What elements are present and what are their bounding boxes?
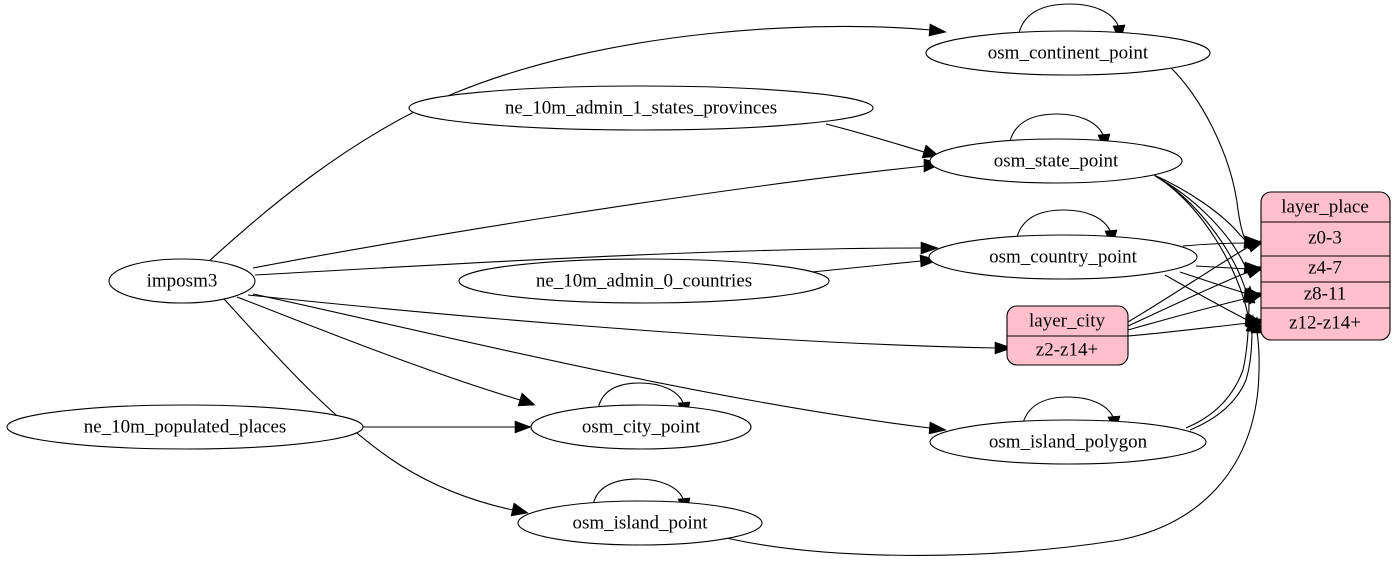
edge-osm_state_point-self-loop — [1009, 113, 1105, 142]
edge-imposm3-to-osm_island_polygon — [252, 293, 931, 429]
edge-osm_continent_point-to-layer_place-z0-3 — [1168, 65, 1249, 244]
node-ne-10m-populated-places[interactable]: ne_10m_populated_places — [6, 404, 364, 450]
node-ne-places-label: ne_10m_populated_places — [84, 416, 287, 437]
arrowhead-imposm3-osm_city_point — [517, 392, 536, 407]
node-ne-places-shape[interactable] — [6, 404, 364, 450]
edge-ne_countries-to-osm_country_point — [811, 260, 922, 273]
record-layer-place-box[interactable] — [1260, 191, 1391, 341]
node-osm-island-point-shape[interactable] — [517, 500, 763, 546]
edge-osm_country_point-self-loop — [1016, 209, 1112, 238]
edge-imposm3-to-osm_island_point — [223, 298, 514, 511]
node-osm-country-point[interactable]: osm_country_point — [928, 234, 1198, 280]
arrowhead-osm_island_point-z12-z14 — [1250, 316, 1264, 334]
edge-osm_country_point-to-layer_place-z8-11 — [1179, 271, 1249, 295]
edge-osm_island_point-self-loop — [592, 478, 685, 506]
record-layer-place-row-z4-7[interactable]: z4-7 — [1308, 257, 1342, 278]
edge-osm_island_polygon-to-layer_place-z12-z14 — [1189, 328, 1253, 431]
node-layer: imposm3 ne_10m_admin_1_states_provinces … — [6, 30, 1211, 546]
node-osm-continent-point-label: osm_continent_point — [988, 42, 1149, 63]
node-osm-country-point-label: osm_country_point — [989, 246, 1137, 267]
edge-layer_city-to-layer_place-z0-3 — [1127, 246, 1249, 323]
edge-layer_city-to-layer_place-z4-7 — [1127, 271, 1249, 327]
record-layer-place-row-z0-3[interactable]: z0-3 — [1308, 227, 1342, 248]
edge-imposm3-to-osm_country_point — [254, 247, 923, 276]
edge-imposm3-to-osm_continent_point — [207, 25, 932, 263]
record-layer-city-row-z2-z14[interactable]: z2-z14+ — [1036, 339, 1098, 360]
arrowhead-imposm3-osm_country_point — [920, 241, 939, 255]
node-ne-countries-label: ne_10m_admin_0_countries — [536, 270, 752, 291]
node-osm-state-point[interactable]: osm_state_point — [929, 138, 1183, 184]
record-layer-place-header: layer_place — [1281, 196, 1369, 217]
node-imposm3-shape[interactable] — [108, 258, 256, 304]
record-layer-place-row-z12-z14[interactable]: z12-z14+ — [1289, 312, 1361, 333]
node-osm-island-polygon-label: osm_island_polygon — [989, 431, 1148, 452]
record-layer-place-row-z8-11[interactable]: z8-11 — [1304, 283, 1347, 304]
node-ne-10m-admin-0-countries[interactable]: ne_10m_admin_0_countries — [458, 258, 830, 304]
node-osm-island-polygon[interactable]: osm_island_polygon — [929, 419, 1207, 465]
edge-osm_country_point-to-layer_place-z0-3 — [1182, 242, 1249, 247]
node-osm-country-point-shape[interactable] — [928, 234, 1198, 280]
node-osm-city-point-label: osm_city_point — [582, 416, 701, 437]
arrowhead-imposm3-layer_city — [994, 341, 1013, 355]
edge-osm_country_point-to-layer_place-z12-z14 — [1164, 274, 1250, 322]
node-osm-continent-point-shape[interactable] — [925, 30, 1211, 76]
arrowhead-layer_city-z0-3 — [1245, 240, 1265, 253]
node-osm-island-point[interactable]: osm_island_point — [517, 500, 763, 546]
edge-imposm3-to-osm_city_point — [236, 296, 521, 401]
node-ne-states-label: ne_10m_admin_1_states_provinces — [505, 97, 777, 118]
record-layer: layer_place z0-3 z4-7 z8-11 z12-z14+ lay… — [1006, 191, 1391, 366]
edge-imposm3-to-layer_city — [247, 294, 997, 349]
arrowhead-layer_city-z4-7 — [1245, 265, 1265, 279]
node-ne-states-shape[interactable] — [408, 85, 874, 131]
node-ne-10m-admin-1-states-provinces[interactable]: ne_10m_admin_1_states_provinces — [408, 85, 874, 131]
edge-osm_island_point-to-layer_place-z12-z14 — [721, 331, 1260, 556]
node-imposm3[interactable]: imposm3 — [108, 258, 256, 304]
node-osm-city-point[interactable]: osm_city_point — [530, 404, 752, 450]
edge-ne_states-to-osm_state_point — [825, 123, 925, 153]
arrowhead-imposm3-osm_island_polygon — [928, 421, 947, 435]
record-layer-city[interactable]: layer_city z2-z14+ — [1006, 305, 1129, 366]
node-osm-island-point-label: osm_island_point — [572, 512, 708, 533]
node-osm-state-point-label: osm_state_point — [994, 150, 1119, 171]
edge-osm_continent_point-self-loop — [1018, 3, 1120, 34]
arrowhead-ne_places-osm_city_point — [514, 420, 532, 434]
edge-osm_city_point-self-loop — [597, 382, 685, 410]
edge-imposm3-to-osm_state_point — [252, 165, 926, 269]
edge-osm_island_polygon-to-layer_place-z8-11 — [1185, 299, 1250, 429]
node-osm-state-point-shape[interactable] — [929, 138, 1183, 184]
node-osm-continent-point[interactable]: osm_continent_point — [925, 30, 1211, 76]
node-osm-island-polygon-shape[interactable] — [929, 419, 1207, 465]
edge-layer_city-to-layer_place-z12-z14 — [1127, 322, 1250, 337]
record-layer-city-header: layer_city — [1029, 310, 1105, 331]
node-osm-city-point-shape[interactable] — [530, 404, 752, 450]
node-imposm3-label: imposm3 — [147, 270, 218, 291]
arrowhead-imposm3-osm_continent_point — [928, 23, 947, 37]
arrowhead-imposm3-osm_island_point — [510, 502, 529, 517]
edge-osm_island_polygon-self-loop — [1022, 396, 1115, 424]
node-ne-countries-shape[interactable] — [458, 258, 830, 304]
arrowhead-osm_island_polygon-z8-11 — [1242, 285, 1256, 304]
edge-layer_city-to-layer_place-z8-11 — [1127, 297, 1249, 331]
edge-osm_country_point-to-layer_place-z4-7 — [1195, 265, 1249, 270]
record-layer-place[interactable]: layer_place z0-3 z4-7 z8-11 z12-z14+ — [1260, 191, 1391, 341]
